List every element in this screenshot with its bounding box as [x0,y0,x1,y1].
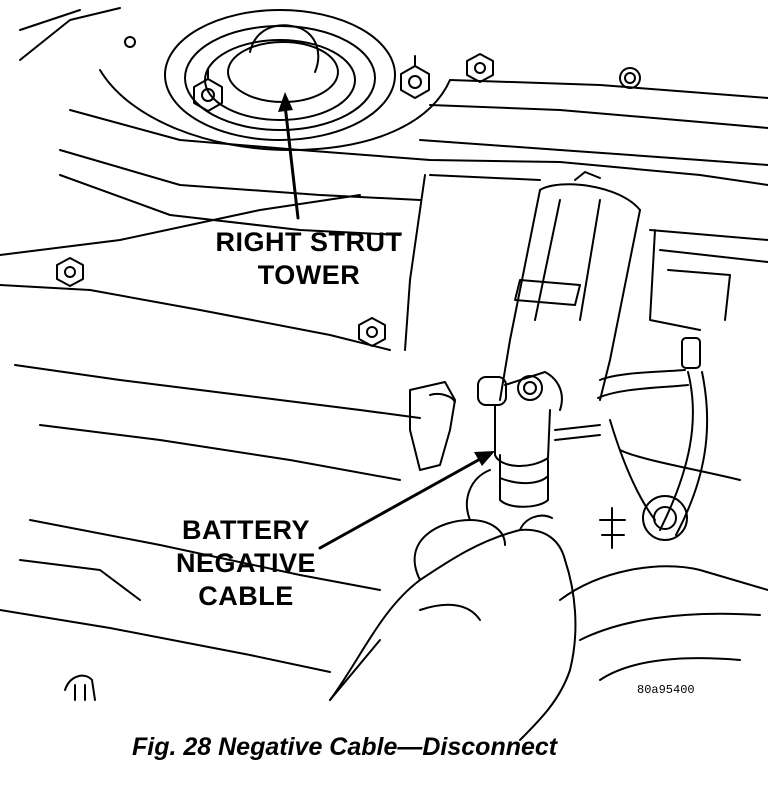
cowl-cross-member [59,79,768,236]
label-line: BATTERY [182,515,310,545]
fender-panel [0,7,421,673]
label-line: NEGATIVE [175,548,316,578]
engine-components [559,229,768,681]
strut-tower [99,9,451,151]
strut-bolts [56,36,641,347]
battery-terminal [409,371,601,508]
strut-body [404,171,641,401]
leader-arrows [278,92,495,550]
label-line: CABLE [198,581,294,611]
hand [329,469,577,741]
bracket [64,674,96,701]
label-line: TOWER [257,260,361,290]
label-battery-negative-cable: BATTERY NEGATIVE CABLE [160,514,332,613]
figure-reference-code: 80a95400 [637,683,695,697]
figure-caption: Fig. 28 Negative Cable—Disconnect [132,733,558,761]
label-line: RIGHT STRUT [215,227,403,257]
label-right-strut-tower: RIGHT STRUT TOWER [198,226,420,292]
